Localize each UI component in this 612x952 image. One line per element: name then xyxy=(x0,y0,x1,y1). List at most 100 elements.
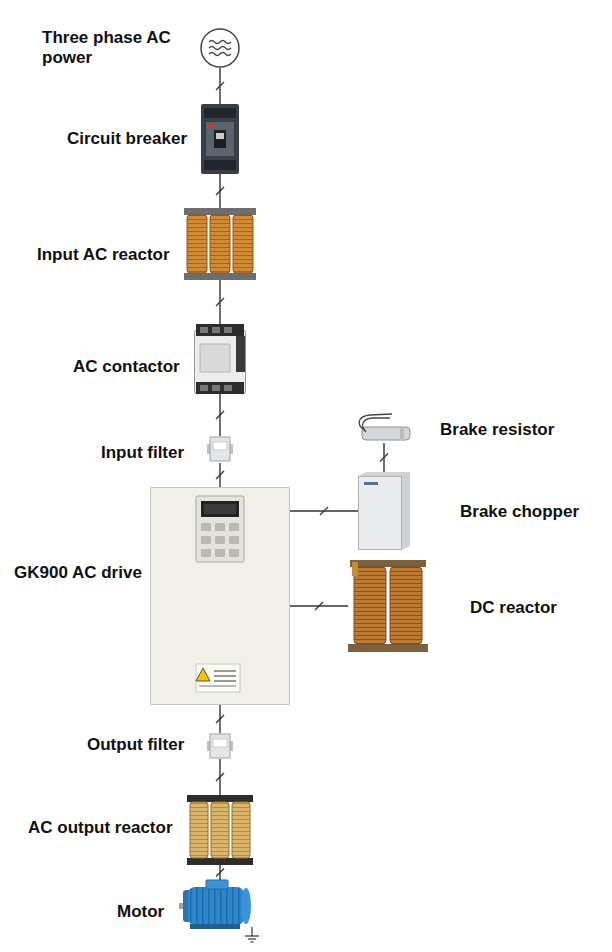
contactor-picture-part xyxy=(196,324,244,336)
ac-drive-picture-part xyxy=(214,670,236,672)
dc-reactor-picture-part xyxy=(350,560,426,567)
brake-chopper-picture xyxy=(358,472,410,550)
component-label: Motor xyxy=(117,902,164,922)
phase-tick xyxy=(216,773,224,781)
brake-resistor-picture-part xyxy=(400,427,404,440)
ac-drive-picture-part xyxy=(214,675,236,677)
contactor-picture-part xyxy=(212,385,220,391)
ac-drive-picture-part xyxy=(196,496,244,562)
dc-reactor-picture-part xyxy=(352,562,358,576)
contactor-component: AC contactor xyxy=(73,324,246,394)
phase-tick xyxy=(216,411,224,419)
phase-tick xyxy=(216,187,224,195)
ac-drive-picture-part xyxy=(151,488,290,705)
ac-drive-picture-part xyxy=(201,536,211,544)
component-label: GK900 AC drive xyxy=(14,563,142,583)
dc-reactor-picture-part xyxy=(354,567,386,644)
reactor-component: AC output reactor xyxy=(28,795,253,865)
input-reactor-picture-part xyxy=(233,215,253,273)
input-filter-picture-part xyxy=(213,442,227,450)
component-label: Circuit breaker xyxy=(67,129,187,149)
phase-tick xyxy=(380,454,388,462)
brake-chopper-picture-part xyxy=(358,472,410,550)
ground-symbol-part xyxy=(251,927,252,936)
contactor-picture-part xyxy=(212,327,220,333)
input-reactor-picture-part xyxy=(184,208,256,215)
ac-drive-picture-part xyxy=(196,664,240,692)
ac-source-symbol-part xyxy=(209,41,231,44)
ac-drive-picture-part xyxy=(199,685,236,687)
phase-tick xyxy=(216,715,224,723)
motor-picture-part xyxy=(188,887,244,925)
brake-resistor-picture xyxy=(359,414,410,440)
contactor-picture-part xyxy=(236,336,245,372)
ac-drive-picture-part xyxy=(215,536,225,544)
component-label: AC contactor xyxy=(73,357,180,377)
circuit-breaker-picture-part xyxy=(207,124,213,128)
circuit-breaker-picture-part xyxy=(214,130,226,148)
chopper-component: Brake chopper xyxy=(358,472,580,550)
reactor-component: Input AC reactor xyxy=(37,208,256,280)
component-label: Input filter xyxy=(101,443,184,463)
input-reactor-picture-part xyxy=(187,215,207,273)
output-reactor-picture-part xyxy=(211,802,229,858)
phase-tick xyxy=(216,869,224,877)
input-reactor-picture xyxy=(184,208,256,280)
contactor-picture-part xyxy=(200,385,208,391)
drive-component: GK900 AC drive xyxy=(14,487,290,705)
output-filter-picture xyxy=(207,734,233,758)
brake-resistor-picture-part xyxy=(362,427,410,440)
breaker-component: Circuit breaker xyxy=(67,104,239,174)
contactor-picture-part xyxy=(200,327,208,333)
input-reactor-picture-part xyxy=(210,215,230,273)
component-label: Input AC reactor xyxy=(37,245,170,265)
circuit-breaker-picture-part xyxy=(206,122,234,156)
brake-chopper-picture-part xyxy=(364,482,378,485)
ac-drive-picture-part xyxy=(229,523,239,531)
motor-picture-part xyxy=(206,880,228,889)
ground-symbol-part xyxy=(251,941,254,942)
ac-drive-picture-part xyxy=(214,680,236,682)
component-label: Brake chopper xyxy=(460,502,579,522)
circuit-breaker-picture xyxy=(201,104,239,174)
input-filter-picture xyxy=(207,437,233,461)
ac-drive-picture-part xyxy=(201,523,211,531)
ac-drive-picture-part xyxy=(196,668,210,681)
circuit-breaker-picture-part xyxy=(216,133,224,139)
ac-drive-picture-part xyxy=(201,549,211,557)
phase-tick xyxy=(216,471,224,479)
output-reactor-picture-part xyxy=(232,802,250,858)
ac-source-symbol-part xyxy=(209,53,231,56)
reactor-component: DC reactor xyxy=(348,560,557,652)
filter-component: Input filter xyxy=(101,436,233,463)
ac-drive-picture xyxy=(151,488,290,705)
output-reactor-picture-part xyxy=(187,858,253,865)
ground-symbol xyxy=(245,927,259,942)
motor-picture xyxy=(179,880,251,929)
dc-reactor-picture-part xyxy=(348,644,428,652)
power-source: Three phase AC power xyxy=(42,28,240,68)
ac-drive-picture-part xyxy=(215,523,225,531)
motor-component: Motor xyxy=(117,880,261,944)
component-label: AC output reactor xyxy=(28,818,173,838)
output-reactor-picture-part xyxy=(190,802,208,858)
component-label: DC reactor xyxy=(470,598,557,618)
component-label: Brake resistor xyxy=(440,420,554,440)
ac-drive-picture-part xyxy=(229,549,239,557)
circuit-breaker-picture-part xyxy=(201,104,239,174)
ac-source-symbol xyxy=(201,29,239,67)
output-filter-picture-part xyxy=(210,734,230,758)
phase-tick xyxy=(315,602,323,610)
filter-component: Output filter xyxy=(87,733,233,759)
dc-reactor-picture xyxy=(348,560,428,652)
contactor-picture-part xyxy=(224,327,232,333)
phase-tick xyxy=(216,298,224,306)
contactor-picture-part xyxy=(196,382,244,394)
contactor-picture xyxy=(195,324,246,394)
input-reactor-picture-part xyxy=(184,273,256,280)
resistor-component: Brake resistor xyxy=(355,413,555,443)
output-reactor-picture-part xyxy=(187,795,253,802)
ac-source-symbol-part xyxy=(209,47,231,50)
